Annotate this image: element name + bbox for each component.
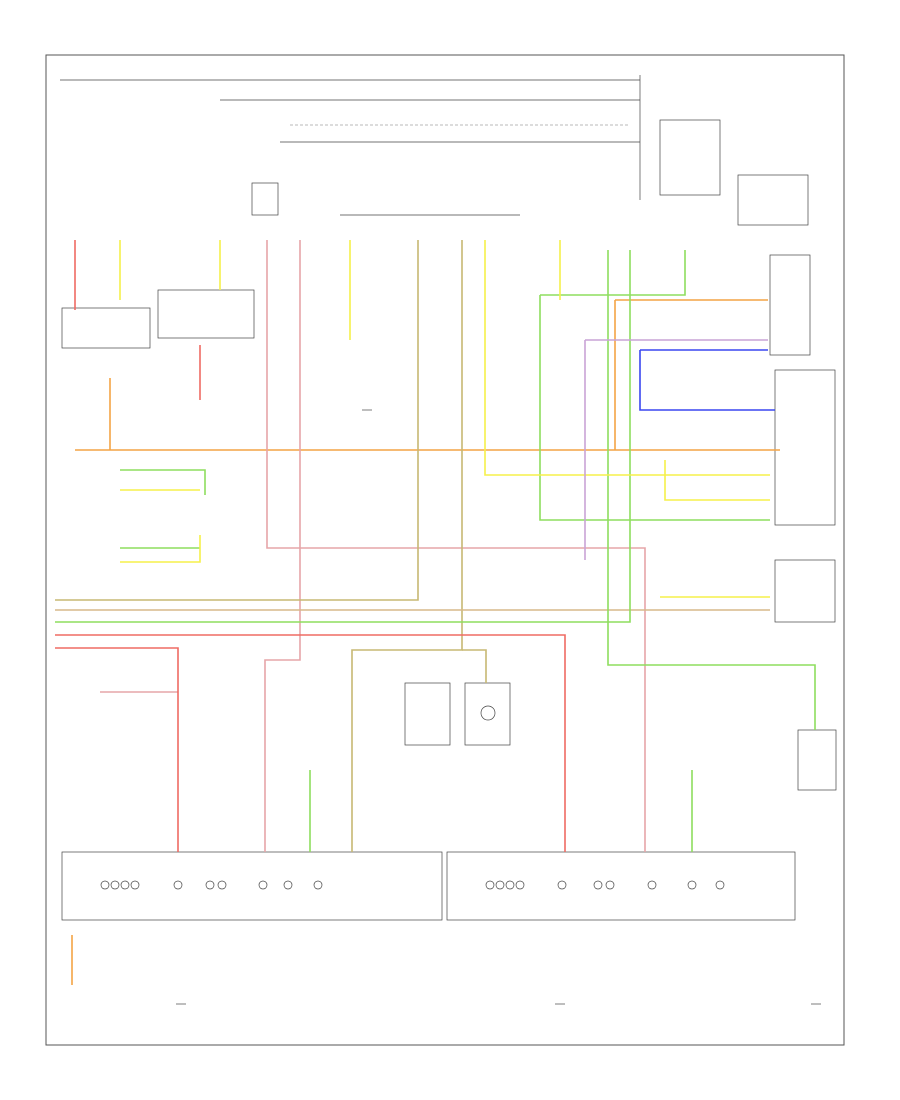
- right-marker-lamp-box: [797, 729, 837, 791]
- bulb-icon-18: [687, 880, 697, 890]
- wire-green-12: [539, 295, 770, 521]
- ground-symbols: [176, 409, 821, 1005]
- bulb-icon-1: [110, 880, 120, 890]
- bulb-icon-0: [100, 880, 110, 890]
- bulb-icon-16: [605, 880, 615, 890]
- fuse-relay-box: [251, 182, 279, 216]
- wire-yellow-16: [484, 240, 770, 476]
- right-lamp-module: [464, 682, 511, 746]
- turn-relay-box: [737, 174, 809, 226]
- bulb-icon-17: [647, 880, 657, 890]
- left-lamp-module: [404, 682, 451, 746]
- bulb-icon-15: [593, 880, 603, 890]
- bulb-icon-8: [283, 880, 293, 890]
- wire-green-25: [120, 469, 206, 495]
- bulb-icon-4: [173, 880, 183, 890]
- wire-violet-24: [584, 339, 768, 560]
- bulb-icon-12: [505, 880, 515, 890]
- control-module-upper: [774, 369, 836, 526]
- top-power-feeds: [60, 75, 641, 200]
- bulb-icon-6: [217, 880, 227, 890]
- wire-green-13: [607, 250, 816, 730]
- bulb-icon-2: [120, 880, 130, 890]
- bulb-icon-10: [485, 880, 495, 890]
- hazard-switch-box: [157, 289, 255, 339]
- wire-yellow-17: [664, 460, 770, 501]
- bulb-icon-13: [515, 880, 525, 890]
- bulb-icon-3: [130, 880, 140, 890]
- wire-orange-2: [614, 299, 768, 450]
- wire-olive-8: [462, 649, 487, 683]
- rear-lamp-assemblies: [61, 851, 796, 921]
- right-rear-lamp-assembly: [446, 851, 796, 921]
- bulb-icon-14: [557, 880, 567, 890]
- wire-olive-6: [55, 240, 419, 601]
- bulb-icon-9: [313, 880, 323, 890]
- trailer-switch-box: [61, 307, 151, 349]
- wire-yellow-28: [120, 535, 201, 563]
- wire-red-20: [55, 647, 179, 852]
- wire-red-19: [55, 634, 566, 852]
- wire-blue-23: [639, 349, 775, 411]
- top-relay-box: [659, 119, 721, 196]
- control-module-lower: [774, 559, 836, 623]
- center-lamp-modules: [404, 682, 511, 746]
- fuse-block: [251, 119, 809, 226]
- bulb-icon-5: [205, 880, 215, 890]
- diagram-frame: [45, 54, 845, 1046]
- lamp-bulb-icon: [480, 705, 496, 721]
- left-switches: [61, 289, 255, 349]
- wire-green-11: [540, 250, 686, 296]
- bulb-symbols: [100, 880, 725, 890]
- bulb-icon-7: [258, 880, 268, 890]
- trailer-connector-module: [769, 254, 811, 356]
- wire-pink-3: [266, 240, 646, 852]
- wire-olive-7: [351, 240, 463, 852]
- bulb-icon-19: [715, 880, 725, 890]
- right-modules: [769, 254, 837, 791]
- wire-pink-4: [264, 240, 301, 852]
- wire-green-10: [55, 250, 631, 623]
- bulb-icon-11: [495, 880, 505, 890]
- wire-runs: [55, 240, 816, 985]
